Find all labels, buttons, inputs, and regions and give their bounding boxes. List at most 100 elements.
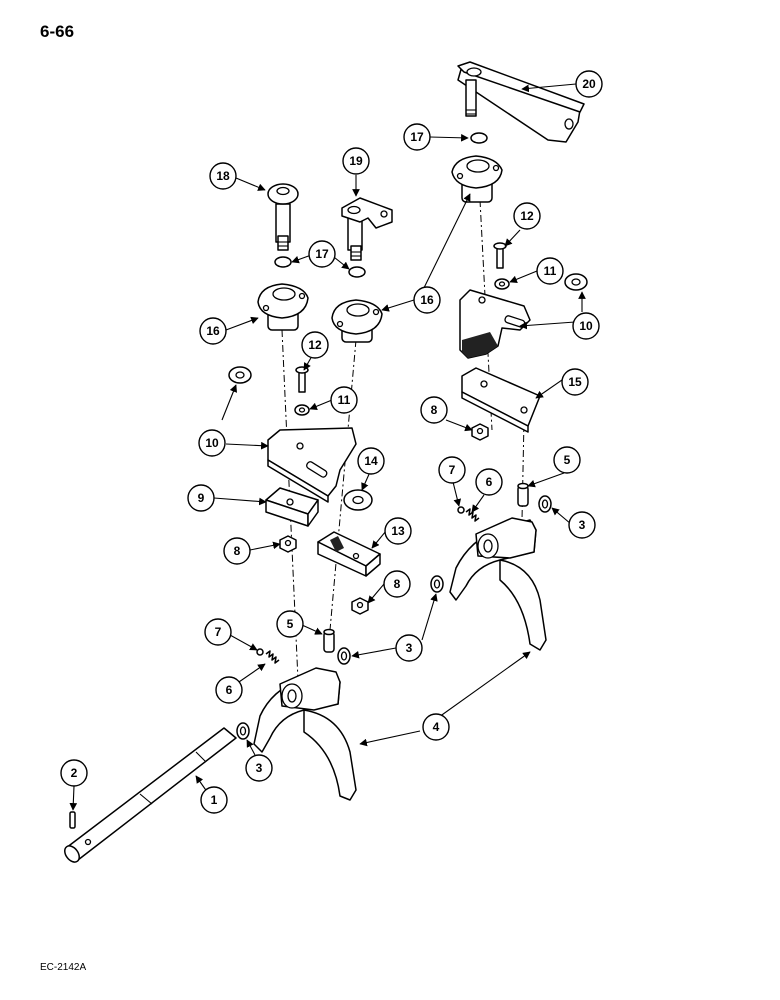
spacer-block [265,487,319,527]
callout-5-left: 5 [276,610,304,638]
callout-17-top: 17 [403,123,431,151]
snap-ring-upper [470,132,488,144]
callout-13: 13 [384,517,412,545]
callout-10-right: 10 [572,312,600,340]
retaining-ring-a [538,495,552,513]
svg-text:8: 8 [394,577,401,591]
assembly-axis-middle [329,339,357,631]
callout-7-left: 7 [204,618,232,646]
retaining-ring-c [337,647,351,665]
detent-spring-right [465,508,480,522]
svg-text:16: 16 [420,293,434,307]
assembly-axis-right-lower [521,419,525,521]
callout-6-right: 6 [475,468,503,496]
flanged-bushing-middle [331,299,383,343]
callout-12-top: 12 [513,202,541,230]
dowel-pin-left [323,628,335,653]
bolt-right [493,242,507,269]
nut-upper [471,423,489,441]
callout-11-left: 11 [330,386,358,414]
shift-fork-right [449,517,547,651]
detent-ball-right [457,506,465,514]
bolt-left [295,366,309,393]
svg-text:18: 18 [216,169,230,183]
svg-text:10: 10 [579,319,593,333]
callout-1: 1 [200,786,228,814]
nut-left [279,535,297,553]
callout-3-right: 3 [568,511,596,539]
svg-text:10: 10 [205,436,219,450]
flanged-bushing-upper [451,155,503,203]
callout-7-right: 7 [438,456,466,484]
svg-text:1: 1 [211,793,218,807]
svg-text:17: 17 [410,130,424,144]
lock-plate-left [267,427,357,503]
svg-text:3: 3 [579,518,586,532]
detent-spring-left [265,650,280,664]
svg-text:3: 3 [406,641,413,655]
svg-text:16: 16 [206,324,220,338]
pivot-pin-left [267,183,299,251]
callout-20: 20 [575,70,603,98]
flat-washer-right-hole [571,278,581,286]
svg-text:6: 6 [226,683,233,697]
callout-8-lower: 8 [383,570,411,598]
shift-lever-arm [457,61,585,143]
page-number: 6-66 [40,22,75,41]
callout-6-left: 6 [215,676,243,704]
figure-code: EC-2142A [40,962,87,973]
snap-ring-middle [348,266,366,278]
callout-12-left: 12 [301,331,329,359]
detent-ball-left [256,648,264,656]
callout-4: 4 [422,713,450,741]
svg-text:5: 5 [564,453,571,467]
svg-text:15: 15 [568,375,582,389]
callout-19: 19 [342,147,370,175]
callout-14: 14 [357,447,385,475]
callout-3-lower: 3 [245,754,273,782]
callout-11-top: 11 [536,257,564,285]
svg-text:3: 3 [256,761,263,775]
callout-5-right: 5 [553,446,581,474]
svg-text:2: 2 [71,766,78,780]
callout-10-left: 10 [198,429,226,457]
svg-text:8: 8 [431,403,438,417]
callout-18: 18 [209,162,237,190]
svg-text:8: 8 [234,544,241,558]
lock-washer-right-hole [498,281,506,287]
dowel-pin-right [517,482,529,507]
retaining-ring-d [236,722,250,740]
pivot-pin-arm [341,197,393,261]
shift-rail [64,727,237,863]
flanged-bushing-left [257,283,309,331]
callout-8-top: 8 [420,396,448,424]
callout-8-left: 8 [223,537,251,565]
callout-16-left: 16 [199,317,227,345]
shift-fork-left [253,667,357,801]
svg-text:6: 6 [486,475,493,489]
callout-3-middle: 3 [395,634,423,662]
svg-text:14: 14 [364,454,378,468]
callout-16-right: 16 [413,286,441,314]
callout-17-middle: 17 [308,240,336,268]
nut-lower [351,597,369,615]
svg-text:7: 7 [449,463,456,477]
svg-text:4: 4 [433,720,440,734]
svg-text:9: 9 [198,491,205,505]
svg-text:17: 17 [315,247,329,261]
svg-text:13: 13 [391,524,405,538]
svg-text:11: 11 [544,264,557,278]
svg-text:11: 11 [338,393,351,407]
svg-text:19: 19 [349,154,363,168]
callout-2: 2 [60,759,88,787]
retaining-ring-b [430,575,444,593]
callout-9: 9 [187,484,215,512]
snap-ring-left [274,256,292,268]
callout-15: 15 [561,368,589,396]
svg-text:12: 12 [520,209,534,223]
spacer-washer-hole [352,495,364,505]
flat-washer-left-hole [235,371,245,379]
svg-text:12: 12 [308,338,322,352]
svg-text:20: 20 [582,77,596,91]
